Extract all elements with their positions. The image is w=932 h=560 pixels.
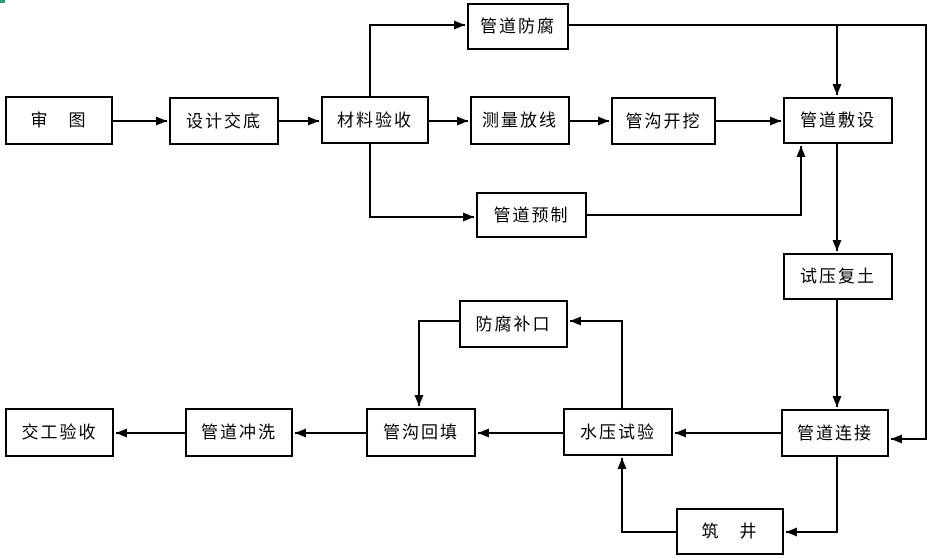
node-survey-setting-out-label: 测量放线	[482, 111, 558, 130]
node-pipeline-laying: 管道敷设	[783, 97, 893, 144]
corner-artifact	[0, 0, 5, 3]
node-pipeline-anticorrosion: 管道防腐	[467, 3, 569, 50]
node-design-disclosure: 设计交底	[169, 97, 279, 145]
node-pipeline-flushing: 管道冲洗	[185, 408, 293, 457]
edge-joint-coating-to-backfilling	[414, 320, 459, 406]
edge-material-to-anticorrosion	[369, 20, 465, 96]
node-review-drawings-label: 审 图	[30, 111, 88, 130]
node-pressure-test-backfill-label: 试压复土	[800, 267, 876, 286]
node-pipeline-prefabrication: 管道预制	[476, 192, 587, 238]
edge-connection-to-well	[786, 457, 838, 537]
node-material-acceptance-label: 材料验收	[337, 110, 413, 130]
edge-anticorrosion-to-connection	[569, 24, 927, 444]
node-handover-acceptance: 交工验收	[5, 408, 114, 457]
node-pipeline-connection: 管道连接	[781, 409, 889, 457]
node-design-disclosure-label: 设计交底	[186, 111, 262, 131]
edge-well-to-hydrostatic	[617, 458, 676, 533]
node-pipeline-connection-label: 管道连接	[797, 423, 873, 443]
node-review-drawings: 审 图	[5, 96, 113, 145]
edge-prefabrication-to-laying	[587, 146, 806, 216]
node-pipeline-flushing-label: 管道冲洗	[201, 423, 277, 442]
node-anticorrosion-joint-coating-label: 防腐补口	[475, 314, 552, 334]
node-trench-excavation: 管沟开挖	[611, 97, 716, 145]
node-well-construction: 筑 井	[676, 508, 784, 555]
node-pipeline-anticorrosion-label: 管道防腐	[480, 17, 556, 36]
node-material-acceptance: 材料验收	[321, 96, 429, 144]
node-handover-acceptance-label: 交工验收	[21, 423, 98, 442]
node-pipeline-laying-label: 管道敷设	[800, 111, 876, 130]
node-pressure-test-backfill: 试压复土	[783, 253, 893, 300]
node-hydrostatic-test-label: 水压试验	[580, 422, 656, 442]
node-trench-excavation-label: 管沟开挖	[625, 111, 702, 131]
node-trench-backfilling-label: 管沟回填	[383, 423, 459, 442]
node-survey-setting-out: 测量放线	[470, 96, 570, 145]
edge-material-to-prefabrication	[369, 144, 474, 222]
edge-hydrostatic-to-joint-coating	[570, 316, 623, 408]
node-well-construction-label: 筑 井	[701, 522, 759, 541]
node-trench-backfilling: 管沟回填	[366, 408, 476, 457]
node-anticorrosion-joint-coating: 防腐补口	[459, 300, 568, 348]
node-pipeline-prefabrication-label: 管道预制	[493, 205, 570, 225]
node-hydrostatic-test: 水压试验	[563, 408, 673, 456]
